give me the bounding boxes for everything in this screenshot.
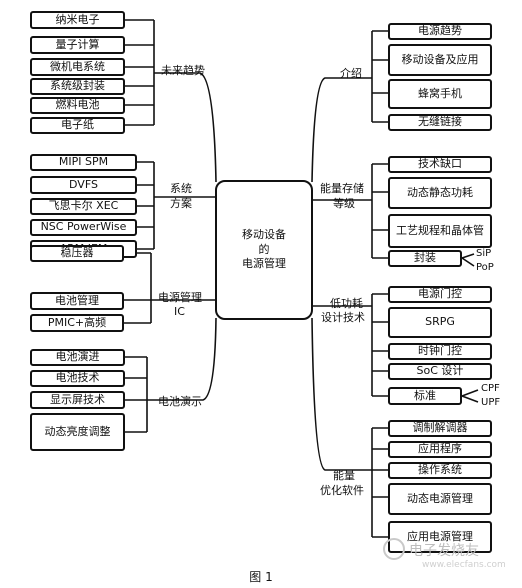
node-seamless-link: 无缝链接 — [388, 114, 492, 131]
node-cellular-phone: 蜂窝手机 — [388, 79, 492, 109]
connector-sip-pop — [461, 253, 475, 267]
node-power-trends: 电源趋势 — [388, 23, 492, 40]
node-battery-management: 电池管理 — [30, 292, 124, 310]
connector-intro-center — [311, 77, 372, 183]
node-pmic-rf: PMIC+高频 — [30, 314, 124, 332]
connector-battery-center — [147, 317, 217, 401]
label-system-solutions-2: 方案 — [170, 197, 192, 210]
watermark-text: 电子发烧友 — [409, 543, 479, 559]
node-operating-system: 操作系统 — [388, 462, 492, 479]
label-pop: PoP — [476, 262, 494, 273]
node-process-transistor: 工艺规程和晶体管 — [388, 214, 492, 248]
center-line-3: 电源管理 — [242, 257, 286, 271]
center-line-2: 的 — [258, 242, 270, 256]
label-pm-ic-2: IC — [174, 305, 185, 318]
node-clock-gating: 时钟门控 — [388, 343, 492, 360]
node-system-in-package: 系统级封装 — [30, 78, 125, 95]
connector-pmic-items — [124, 252, 151, 324]
node-dvfs: DVFS — [30, 176, 137, 194]
connector-cpf-upf — [461, 389, 479, 403]
node-mobile-devices-apps: 移动设备及应用 — [388, 44, 492, 76]
connector-software-center — [311, 317, 372, 471]
node-mipi-spm: MIPI SPM — [30, 154, 137, 171]
node-nanoelectronics: 纳米电子 — [30, 11, 125, 29]
label-cpf: CPF — [481, 383, 500, 394]
label-upf: UPF — [481, 397, 501, 408]
connector-system-items — [137, 161, 154, 250]
label-sip: SiP — [476, 248, 492, 259]
label-energy-storage-2: 等级 — [333, 197, 355, 210]
connector-battery-items — [125, 356, 147, 433]
node-e-paper: 电子纸 — [30, 117, 125, 134]
node-mems: 微机电系统 — [30, 58, 125, 76]
label-energy-optimization-1: 能量 — [333, 469, 355, 482]
label-energy-storage-1: 能量存储 — [320, 182, 364, 195]
node-display-technology: 显示屏技术 — [30, 391, 125, 409]
node-applications: 应用程序 — [388, 441, 492, 458]
connector-intro-items — [372, 30, 388, 123]
node-soc-design: SoC 设计 — [388, 363, 492, 380]
connector-software-items — [372, 427, 388, 538]
node-packaging: 封装 — [388, 250, 462, 267]
node-battery-evolution: 电池演进 — [30, 349, 125, 366]
node-quantum-computing: 量子计算 — [30, 36, 125, 54]
node-power-gating: 电源门控 — [388, 286, 492, 303]
figure-caption: 图 1 — [249, 570, 273, 584]
node-nsc-powerwise: NSC PowerWise — [30, 219, 137, 236]
connector-future-center — [154, 72, 217, 183]
node-standards: 标准 — [388, 387, 462, 405]
label-pm-ic-1: 电源管理 — [158, 291, 202, 304]
label-low-power-design-1: 低功耗 — [330, 297, 363, 310]
node-dynamic-brightness: 动态亮度调整 — [30, 413, 125, 451]
label-introduction: 介绍 — [340, 67, 362, 80]
node-srpg: SRPG — [388, 307, 492, 338]
label-energy-optimization-2: 优化软件 — [320, 484, 364, 497]
label-battery-demo: 电池演示 — [158, 395, 202, 408]
node-freescale-xec: 飞思卡尔 XEC — [30, 198, 137, 215]
label-low-power-design-2: 设计技术 — [321, 311, 365, 324]
node-battery-technology: 电池技术 — [30, 370, 125, 387]
connector-lowpower-items — [372, 293, 388, 397]
label-future-trends: 未来趋势 — [161, 64, 205, 77]
watermark-logo-icon — [383, 538, 405, 560]
watermark-url: www.elecfans.com — [422, 560, 506, 570]
label-system-solutions-1: 系统 — [170, 182, 192, 195]
node-app-power-management: 应用电源管理 — [388, 521, 492, 553]
connector-storage-items — [372, 163, 388, 259]
connector-future-items — [125, 19, 154, 126]
node-modem: 调制解调器 — [388, 420, 492, 437]
center-line-1: 移动设备 — [242, 227, 286, 241]
center-node: 移动设备 的 电源管理 — [215, 180, 313, 320]
node-dynamic-static-power: 动态静态功耗 — [388, 177, 492, 209]
node-regulator: 稳压器 — [30, 245, 124, 262]
node-technology-gap: 技术缺口 — [388, 156, 492, 173]
node-fuel-cell: 燃料电池 — [30, 97, 125, 114]
node-dynamic-power-management: 动态电源管理 — [388, 483, 492, 515]
